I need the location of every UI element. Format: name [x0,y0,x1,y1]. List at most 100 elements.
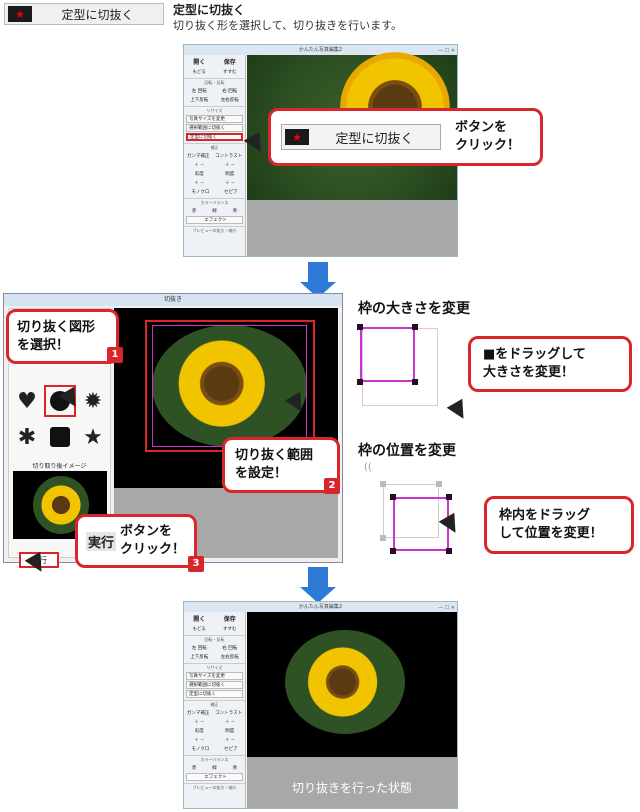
contrast-label: コントラスト [215,153,243,159]
callout-click-button: ★ 定型に切抜く ボタンを クリック！ [268,108,543,166]
move-handle[interactable] [446,494,452,500]
execute-button[interactable]: 実行 [19,552,59,568]
square-shape-option[interactable] [44,421,76,453]
photo-size-button[interactable]: 写真サイズを変更 [186,115,243,123]
plus-minus-icon[interactable]: ＋ − [194,162,205,168]
ghost-handle [380,481,386,487]
window-controls[interactable]: — ☐ ✕ [438,48,455,54]
mono-button[interactable]: モノクロ [191,189,210,195]
callout-text: ボタンを クリック！ [120,524,186,557]
step-badge-2: 2 [324,478,340,494]
ghost-handle [380,535,386,541]
callout-text: 切り抜く図形 を選択！ [17,319,96,353]
canvas-empty-area [247,757,457,808]
move-handle[interactable] [390,548,396,554]
burst-icon: ✹ [83,388,103,414]
hue-label: 彩度 [194,728,204,734]
preview-zoom-label: プレビューの拡大・縮小 [184,226,245,234]
preview-zoom-label: プレビューの拡大・縮小 [184,783,245,791]
adjust-section-label: 補正 [184,143,245,151]
save-button[interactable]: 保存 [223,58,236,66]
burst-shape-option[interactable]: ✹ [77,385,109,417]
position-heading: 枠の位置を変更 [358,443,456,459]
star-icon: ★ [83,424,103,450]
rotate-right-button[interactable]: 右 回転 [222,645,238,651]
preview-label: 切り取り後イメージ [32,463,87,470]
heart-icon: ♥ [17,388,37,414]
plus-minus-icon[interactable]: ＋ − [224,719,235,725]
sepia-button[interactable]: セピア [224,746,238,752]
button-label: 定型に切抜く [335,131,414,147]
hue-label: 彩度 [194,171,204,177]
sepia-button[interactable]: セピア [224,189,238,195]
blue-label: 青 [232,765,238,771]
resize-section-label: リサイズ [184,663,245,671]
flip-h-button[interactable]: 左右反転 [220,654,239,660]
cursor-icon [446,398,472,424]
redo-button[interactable]: すすむ [222,69,237,75]
effect-button[interactable]: エフェクト [186,773,243,781]
plus-minus-icon[interactable]: ＋ − [194,719,205,725]
window-title: かんたん写真編集2 [298,47,343,53]
resize-handle[interactable] [357,324,363,330]
plus-minus-icon[interactable]: ＋ − [194,737,205,743]
heart-shape-option[interactable]: ♥ [11,385,43,417]
crop-range-button[interactable]: 選択範囲に切抜く [186,124,243,132]
blue-label: 青 [232,208,238,214]
plus-minus-icon[interactable]: ＋ − [224,162,235,168]
resize-handle[interactable] [357,379,363,385]
position-frame[interactable] [393,497,449,551]
plus-minus-icon[interactable]: ＋ − [194,180,205,186]
page-description: 切り抜く形を選択して、切り抜きを行います。 [173,19,403,32]
undo-button[interactable]: もどる [192,69,206,75]
flower-icon: ✱ [17,424,37,450]
star-shape-option[interactable]: ★ [77,421,109,453]
flip-h-button[interactable]: 左右反転 [220,97,239,103]
circle-shape-option[interactable] [44,385,76,417]
effect-button[interactable]: エフェクト [186,216,243,224]
photo-size-button[interactable]: 写真サイズを変更 [186,672,243,680]
window-title: かんたん写真編集2 [298,604,343,610]
move-handle[interactable] [446,548,452,554]
redo-button[interactable]: すすむ [222,626,237,632]
window-controls[interactable]: — ☐ ✕ [438,605,455,611]
move-handle[interactable] [390,494,396,500]
execute-label: 実行 [86,531,117,551]
flip-v-button[interactable]: 上下反転 [190,654,209,660]
star-icon: ★ [285,129,309,145]
ghost-handle [436,481,442,487]
crop-shape-button-sample: ★ 定型に切抜く [4,3,164,25]
crop-shape-button[interactable]: 定型に切抜く [186,133,243,141]
rotate-left-button[interactable]: 左 回転 [191,645,207,651]
gamma-label: ガンマ補正 [186,710,210,716]
flip-v-button[interactable]: 上下反転 [190,97,209,103]
size-frame-inner [360,327,415,382]
color-section-label: カラーバランス [184,755,245,763]
crop-shape-button[interactable]: 定型に切抜く [186,690,243,698]
crop-shape-button-zoom: ★ 定型に切抜く [281,124,441,150]
window-title-bar: かんたん写真編集2 — ☐ ✕ [184,45,457,55]
rotate-right-button[interactable]: 右 回転 [222,88,238,94]
rotate-left-button[interactable]: 左 回転 [191,88,207,94]
crop-frame[interactable] [152,325,307,447]
star-icon: ★ [8,6,32,22]
callout-move: 枠内をドラッグ して位置を変更！ [484,496,634,554]
sidebar: 開く 保存 もどる すすむ 回転・反転 左 回転 右 回転 上下反転 左右反転 … [184,612,246,808]
crop-range-button[interactable]: 選択範囲に切抜く [186,681,243,689]
resize-handle[interactable] [412,324,418,330]
oval-sunflower-image [152,325,307,447]
undo-button[interactable]: もどる [192,626,206,632]
step-badge-3: 3 [188,556,204,572]
plus-minus-icon[interactable]: ＋ − [224,180,235,186]
open-button[interactable]: 開く [193,615,206,623]
sidebar: 開く 保存 もどる すすむ 回転・反転 左 回転 右 回転 上下反転 左右反転 … [184,55,246,256]
mono-button[interactable]: モノクロ [191,746,210,752]
brightness-label: 明度 [225,171,235,177]
open-button[interactable]: 開く [193,58,206,66]
plus-minus-icon[interactable]: ＋ − [224,737,235,743]
save-button[interactable]: 保存 [223,615,236,623]
flower-shape-option[interactable]: ✱ [11,421,43,453]
down-arrow-icon [308,262,328,282]
cropped-sunflower-image [285,630,405,734]
resize-handle[interactable] [412,379,418,385]
